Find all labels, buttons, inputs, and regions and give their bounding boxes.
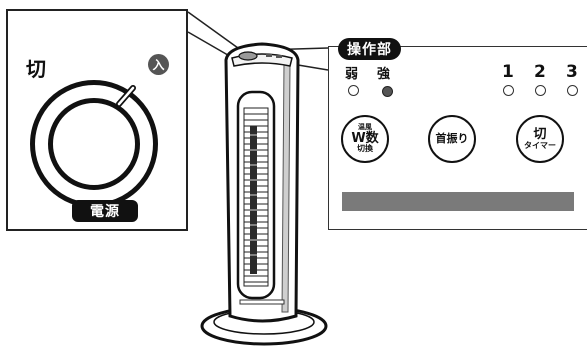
- level-high-led: [382, 86, 393, 97]
- timer-number-1: 1: [502, 62, 514, 82]
- timer-led-2: [535, 85, 546, 96]
- top-knob: [238, 51, 258, 61]
- timer-button-sub-label: タイマー: [524, 140, 556, 150]
- mode-wattage-button[interactable]: 温風 W数 切換: [341, 115, 389, 163]
- timer-button-main-label: 切: [533, 126, 547, 142]
- dial-off-label: 切: [26, 57, 46, 81]
- dial-pointer-icon: [116, 85, 136, 107]
- dial-leader-line: [187, 11, 239, 49]
- dial-leader-line-lower: [187, 31, 234, 59]
- off-timer-button[interactable]: 切 タイマー: [516, 115, 564, 163]
- timer-number-2: 2: [534, 62, 546, 82]
- level-low-label: 弱: [345, 67, 359, 82]
- power-label: 電源: [72, 200, 138, 222]
- mode-button-main-label: W数: [351, 130, 379, 146]
- timer-number-3: 3: [566, 62, 578, 82]
- control-panel-title: 操作部: [338, 38, 401, 60]
- level-low-led: [348, 85, 359, 96]
- level-high-label: 強: [377, 67, 391, 82]
- dial-on-badge: 入: [148, 54, 169, 75]
- mode-button-small-label: 温風: [358, 123, 372, 132]
- swing-button[interactable]: 首振り: [428, 115, 476, 163]
- swing-button-label: 首振り: [435, 132, 469, 146]
- timer-led-3: [567, 85, 578, 96]
- mode-button-sub-label: 切換: [357, 144, 373, 154]
- light-display-bar: [342, 192, 574, 211]
- timer-led-1: [503, 85, 514, 96]
- power-dial-knob[interactable]: [48, 98, 140, 190]
